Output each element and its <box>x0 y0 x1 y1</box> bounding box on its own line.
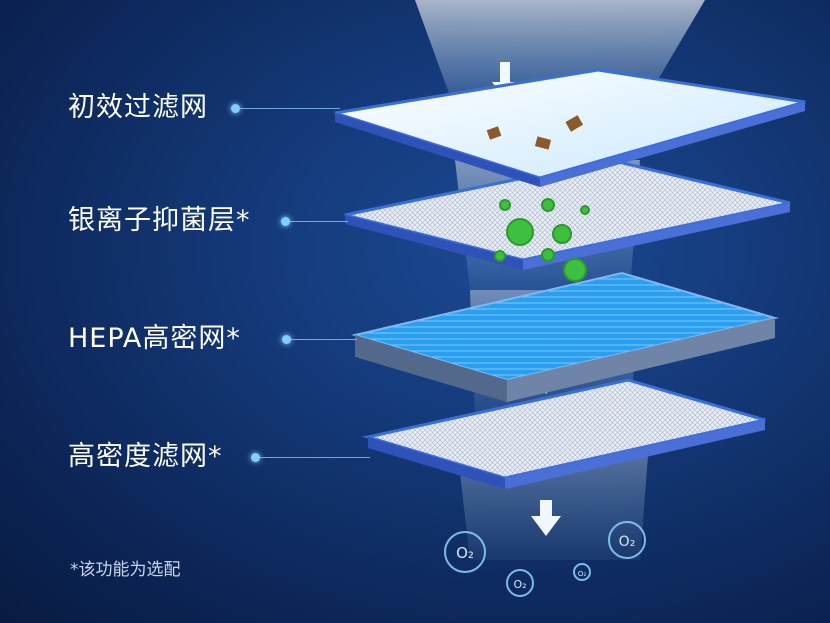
callout-dot <box>281 217 290 226</box>
callout-line <box>240 108 340 109</box>
high-density-filter-layer <box>362 378 766 489</box>
primary-filter-layer <box>334 68 806 187</box>
layer-label-silver-ion: 银离子抑菌层* <box>68 205 251 236</box>
bacteria-icons <box>494 198 590 282</box>
layer-label-primary-filter: 初效过滤网 <box>68 92 208 123</box>
dust-particles <box>486 115 584 150</box>
oxygen-label: O₂ <box>456 544 474 562</box>
hepa-filter-layer <box>351 271 779 402</box>
oxygen-bubbles <box>444 521 646 597</box>
oxygen-label: O₂ <box>578 570 587 578</box>
layer-label-high-density: 高密度滤网* <box>68 441 223 472</box>
oxygen-labels: O₂ O₂ O₂ O₂ <box>456 534 635 591</box>
oxygen-label: O₂ <box>619 534 636 550</box>
callout-dot <box>231 104 240 113</box>
callout-line <box>291 339 357 340</box>
callout-line <box>290 221 348 222</box>
silver-ion-antibacterial-layer <box>344 158 791 270</box>
oxygen-label: O₂ <box>513 578 526 591</box>
layer-label-hepa: HEPA高密网* <box>68 323 241 354</box>
optional-feature-footnote: *该功能为选配 <box>70 560 181 580</box>
callout-line <box>260 457 370 458</box>
callout-dot <box>282 335 291 344</box>
callout-dot <box>251 453 260 462</box>
